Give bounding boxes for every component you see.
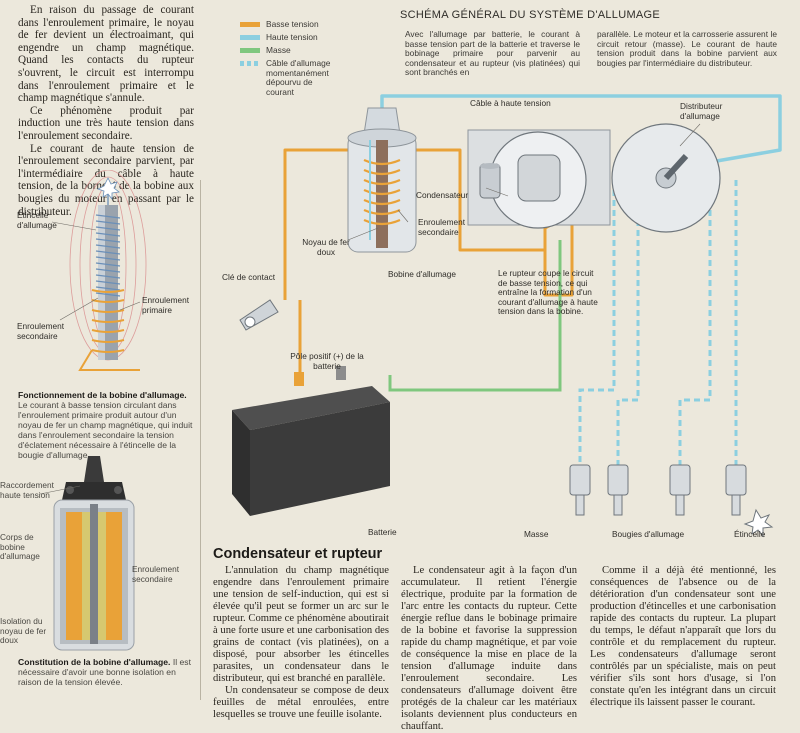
primary-label: Enroulement primaire <box>142 295 190 315</box>
hv-cable-label: Câble à haute tension <box>470 98 551 108</box>
intro-text: En raison du passage de courant dans l'e… <box>18 4 194 218</box>
body-label: Corps de bobine d'allumage <box>0 532 40 562</box>
coil-function-caption: Fonctionnement de la bobine d'allumage. … <box>18 390 193 460</box>
distributor-plate <box>467 129 611 229</box>
condenser-label: Condensateur <box>416 190 469 200</box>
core-label: Noyau de fer doux <box>302 237 350 257</box>
section-col-2: Le condensateur agit à la façon d'un acc… <box>401 565 577 732</box>
coil-label: Bobine d'allumage <box>388 269 457 279</box>
legend-swatch <box>240 35 260 40</box>
legend-item-low: Basse tension <box>240 19 319 30</box>
battery-label: Batterie <box>368 527 397 537</box>
ignition-coil <box>347 107 417 253</box>
connection-label: Raccordement haute tension <box>0 480 54 500</box>
spark-schema-label: Étincelle <box>734 529 766 539</box>
spark-plugs <box>569 464 747 516</box>
positive-pole-label: Pôle positif (+) de la batterie <box>290 351 364 371</box>
winding-label: Enroulement secondaire <box>132 564 180 584</box>
schema-intro-2: parallèle. Le moteur et la carrosserie a… <box>597 29 777 68</box>
ground-label: Masse <box>524 529 549 539</box>
plugs-label: Bougies d'allumage <box>612 529 685 539</box>
legend-swatch <box>240 22 260 27</box>
coil-function-figure <box>51 170 147 371</box>
rupteur-note: Le rupteur coupe le circuit de basse ten… <box>498 268 598 317</box>
legend-swatch <box>240 61 260 66</box>
legend-item-ground: Masse <box>240 45 291 56</box>
ignition-schema <box>232 94 782 538</box>
ignition-key <box>239 299 279 331</box>
legend-item-idle: Câble d'allumage momentanément dépourvu … <box>240 58 340 97</box>
legend-swatch <box>240 48 260 53</box>
key-label: Clé de contact <box>222 272 276 282</box>
section-heading: Condensateur et rupteur <box>213 546 383 562</box>
distributor-cap <box>611 123 721 233</box>
coil-construction-caption: Constitution de la bobine d'allumage. Il… <box>18 657 191 687</box>
coil-construction-figure <box>40 456 135 651</box>
distributor-label: Distributeur d'allumage <box>680 101 723 121</box>
battery <box>232 366 390 516</box>
spark-label: Étincelle d'allumage <box>17 210 57 230</box>
schema-title: SCHÉMA GÉNÉRAL DU SYSTÈME D'ALLUMAGE <box>400 9 661 21</box>
secondary-winding-label: Enroulement secondaire <box>418 217 466 237</box>
insulation-label: Isolation du noyau de fer doux <box>0 616 47 646</box>
legend: Basse tension Haute tension Masse Câble … <box>240 19 360 100</box>
secondary-label: Enroulement secondaire <box>17 321 65 341</box>
legend-item-high: Haute tension <box>240 32 318 43</box>
column-divider <box>200 180 201 700</box>
section-col-1: L'annulation du champ magnétique engendr… <box>213 565 389 720</box>
section-col-3: Comme il a déjà été mentionné, les consé… <box>590 565 776 708</box>
schema-intro-1: Avec l'allumage par batterie, le courant… <box>405 29 580 78</box>
